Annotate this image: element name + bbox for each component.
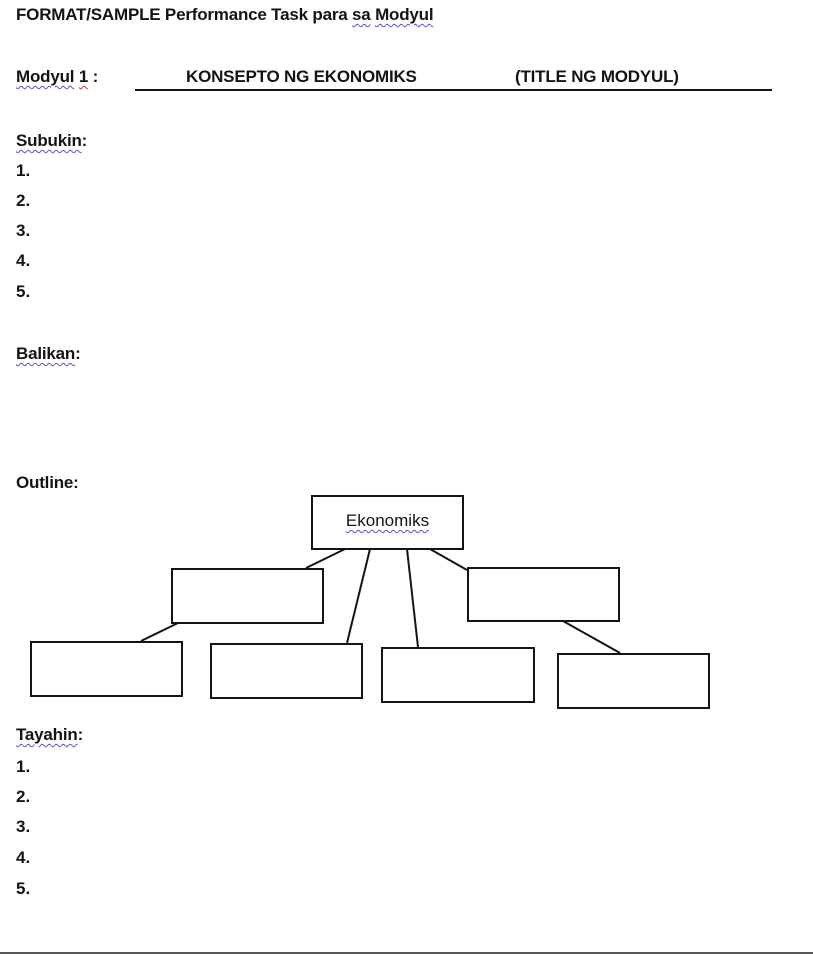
module-title: KONSEPTO NG EKONOMIKS [186,67,417,86]
module-label: Modyul [16,67,75,86]
outline-root-text: Ekonomiks [345,511,430,530]
module-title-underline [135,89,772,91]
tayahin-heading: Tayahin: [16,725,83,745]
document-heading: FORMAT/SAMPLE Performance Task para sa M… [16,5,434,25]
connector-root-to-bottom-2 [346,548,371,644]
outline-root-box: Ekonomiks [311,495,464,550]
heading-word-modyul: Modyul [375,5,434,24]
connector-level2-right-to-bottom-4 [562,620,621,654]
tayahin-colon: : [77,725,84,744]
connector-level2-left-to-bottom-1 [140,622,179,642]
balikan-label: Balikan [16,344,76,363]
subukin-item-2: 2. [16,191,31,210]
tayahin-label: Tayahin [16,725,78,744]
outline-bottom-box-4 [557,653,710,709]
subukin-item-5: 5. [16,282,31,301]
outline-bottom-box-2 [210,643,363,699]
subukin-colon: : [81,131,88,150]
tayahin-item-4: 4. [16,848,31,867]
outline-level2-right-box [467,567,620,622]
tayahin-item-2: 2. [16,787,31,806]
page-bottom-rule [0,952,813,954]
outline-heading: Outline: [16,473,79,492]
balikan-colon: : [75,344,81,363]
heading-word-sa: sa [352,5,371,24]
module-line: Modyul 1 : [16,67,98,87]
heading-prefix: FORMAT/SAMPLE Performance Task para [16,5,353,24]
connector-root-to-level2-left [305,548,346,569]
connector-root-to-level2-right [429,548,468,571]
outline-root-label: Ekonomiks [313,511,462,531]
outline-bottom-box-3 [381,647,535,703]
subukin-item-1: 1. [16,161,31,180]
subukin-label: Subukin [16,131,82,150]
module-title-note: (TITLE NG MODYUL) [515,67,679,86]
tayahin-item-1: 1. [16,757,31,776]
tayahin-item-5: 5. [16,879,31,898]
subukin-item-4: 4. [16,251,31,270]
module-colon: : [88,67,99,86]
subukin-heading: Subukin: [16,131,87,151]
outline-level2-left-box [171,568,324,624]
balikan-heading: Balikan: [16,344,81,364]
connector-root-to-bottom-3 [406,548,419,648]
outline-bottom-box-1 [30,641,183,697]
tayahin-item-3: 3. [16,817,31,836]
module-number: 1 [78,67,89,86]
subukin-item-3: 3. [16,221,31,240]
